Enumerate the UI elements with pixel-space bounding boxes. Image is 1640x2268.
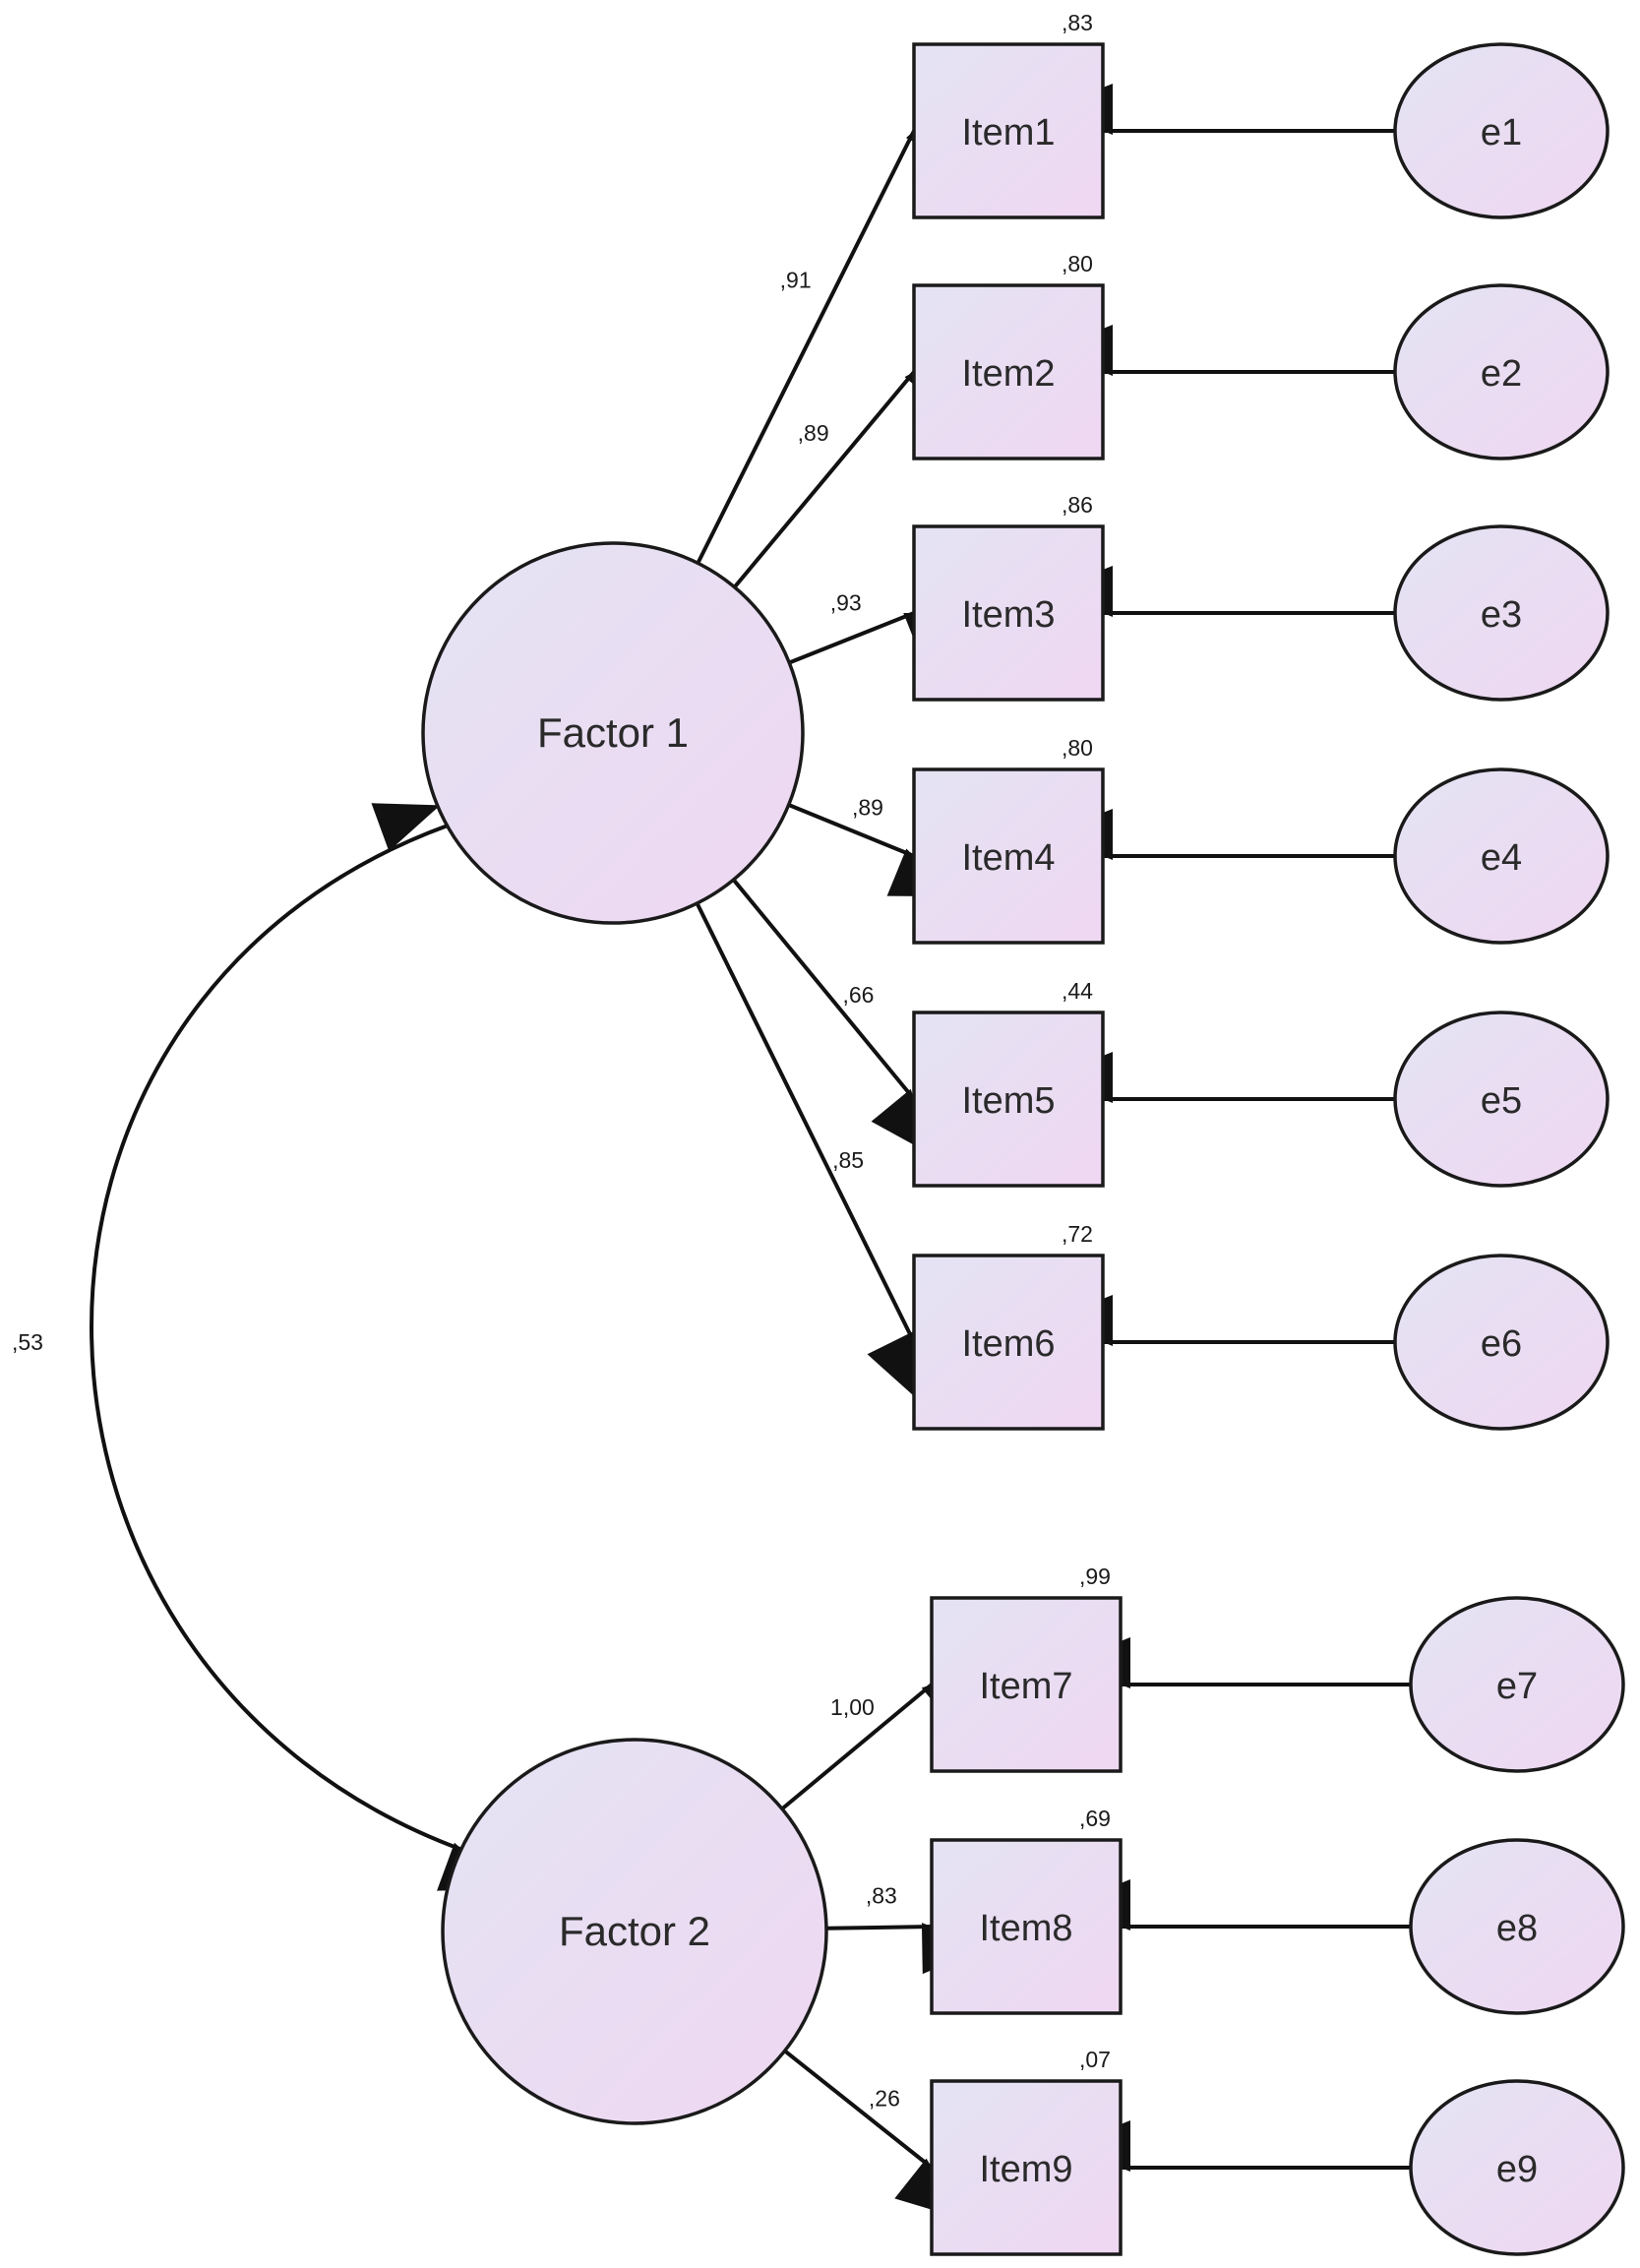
error-label: e6 (1481, 1323, 1522, 1365)
r2-label: ,80 (1062, 735, 1093, 761)
item-label: Item2 (961, 353, 1055, 395)
loading-label: ,26 (869, 2085, 900, 2111)
error-label: e3 (1481, 594, 1522, 636)
item-label: Item7 (979, 1666, 1072, 1707)
error-ellipse (1393, 42, 1610, 219)
item-label: Item5 (961, 1080, 1055, 1122)
error-label: e7 (1496, 1666, 1538, 1707)
edges-layer: ,91 ,89 ,93 ,89 ,66 ,85 1,00 ,83 ,26 (695, 84, 1411, 2219)
loading-arrow (695, 902, 919, 1401)
factor-label: Factor 1 (537, 709, 689, 756)
error-ellipse (1393, 283, 1610, 460)
loading-label: ,66 (842, 982, 874, 1008)
error-ellipse (1409, 1838, 1625, 2015)
item-box (912, 1011, 1105, 1188)
loading-label: ,93 (830, 589, 862, 615)
item-label: Item1 (961, 112, 1055, 153)
r2-label: ,99 (1079, 1563, 1111, 1589)
loading-label: ,91 (780, 268, 812, 293)
r2-label: ,80 (1062, 251, 1093, 276)
item-box (930, 1596, 1123, 1773)
item-label: Item6 (961, 1323, 1055, 1365)
item-box (912, 283, 1105, 460)
error-label: e9 (1496, 2149, 1538, 2190)
loading-label: 1,00 (830, 1694, 875, 1720)
factor-circle (441, 1738, 828, 2125)
r2-label: ,72 (1062, 1221, 1093, 1247)
error-ellipse (1393, 1011, 1610, 1188)
r2-label: ,86 (1062, 492, 1093, 518)
loading-arrow (696, 92, 958, 565)
r2-label: ,83 (1062, 10, 1093, 35)
r2-label: ,44 (1062, 978, 1093, 1004)
error-label: e8 (1496, 1908, 1538, 1949)
loading-label: ,83 (866, 1883, 897, 1909)
item-box (912, 524, 1105, 702)
loading-arrow (787, 803, 956, 897)
factor-label: Factor 2 (559, 1908, 710, 1954)
loading-arrow (783, 2049, 961, 2219)
item-box (912, 1254, 1105, 1431)
loading-arrow (788, 611, 973, 665)
error-label: e4 (1481, 837, 1522, 879)
correlation-arc (90, 803, 506, 1891)
item-label: Item3 (961, 594, 1055, 636)
error-ellipse (1409, 1596, 1625, 1773)
r2-label: ,69 (1079, 1806, 1111, 1831)
error-ellipse (1393, 1254, 1610, 1431)
error-label: e2 (1481, 353, 1522, 395)
error-label: e5 (1481, 1080, 1522, 1122)
error-ellipse (1393, 767, 1610, 945)
item-label: Item9 (979, 2149, 1072, 2190)
r2-label: ,07 (1079, 2047, 1111, 2072)
error-ellipse (1393, 524, 1610, 702)
loading-arrow (825, 1923, 987, 1975)
item-box (912, 767, 1105, 945)
correlation-label: ,53 (12, 1329, 43, 1355)
item-box (930, 1838, 1123, 2015)
item-label: Item8 (979, 1908, 1072, 1949)
loading-label: ,89 (798, 420, 829, 446)
loading-arrow (732, 878, 932, 1155)
loading-arrow (733, 343, 966, 589)
loading-label: ,85 (832, 1147, 864, 1173)
error-label: e1 (1481, 112, 1522, 153)
item-label: Item4 (961, 837, 1055, 879)
error-ellipse (1409, 2079, 1625, 2256)
factor-circle (421, 541, 805, 925)
loading-arrow (780, 1666, 988, 1810)
item-box (930, 2079, 1123, 2256)
item-box (912, 42, 1105, 219)
loading-label: ,89 (852, 794, 883, 820)
